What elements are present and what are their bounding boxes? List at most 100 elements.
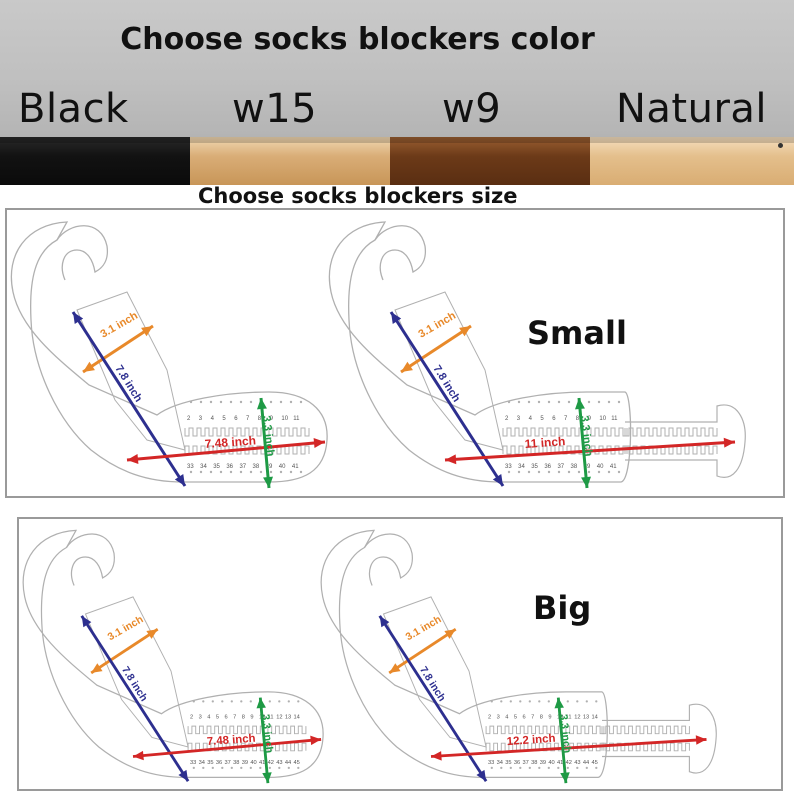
size-comb-top bbox=[485, 725, 605, 735]
hole-dot bbox=[557, 400, 561, 404]
foot-arrow-head-0 bbox=[310, 735, 322, 746]
foot-label: 7.48 inch bbox=[204, 433, 256, 451]
hole-dot bbox=[259, 766, 262, 770]
size-number-top: 8 bbox=[576, 416, 580, 422]
width-arrow-head-0 bbox=[141, 326, 153, 337]
hole-dot bbox=[537, 400, 541, 404]
blocker-outline bbox=[320, 529, 608, 779]
hole-dot bbox=[567, 470, 571, 474]
w15-wood-swatch[interactable] bbox=[190, 137, 390, 185]
size-number-bottom: 36 bbox=[544, 464, 551, 470]
foot-label: 11 inch bbox=[524, 434, 566, 451]
size-number-bottom: 44 bbox=[285, 760, 291, 766]
heel-arrow-head-1 bbox=[554, 697, 564, 709]
hole-dot bbox=[507, 400, 511, 404]
foot-arrow-head-1 bbox=[445, 454, 457, 465]
size-number-top: 8 bbox=[258, 416, 262, 422]
size-number-bottom: 38 bbox=[233, 760, 239, 766]
size-number-top: 12 bbox=[276, 715, 282, 721]
hole-dot bbox=[607, 470, 611, 474]
size-number-bottom: 33 bbox=[190, 760, 196, 766]
w9-wood-swatch[interactable] bbox=[390, 137, 590, 185]
size-comb-top bbox=[184, 427, 310, 437]
size-number-bottom: 37 bbox=[557, 464, 564, 470]
size-number-top: 3 bbox=[199, 416, 203, 422]
foot-label: 12.2 inch bbox=[506, 733, 556, 748]
color-title: Choose socks blockers color bbox=[120, 22, 595, 57]
size-number-bottom: 35 bbox=[505, 760, 511, 766]
hole-dot bbox=[240, 700, 243, 703]
size-number-top: 7 bbox=[531, 715, 534, 721]
hole-dot bbox=[527, 470, 531, 474]
hole-dot bbox=[229, 470, 233, 474]
size-number-bottom: 40 bbox=[250, 760, 256, 766]
size-number-bottom: 45 bbox=[591, 760, 597, 766]
size-number-bottom: 40 bbox=[279, 464, 286, 470]
blocker-outline bbox=[22, 529, 324, 779]
length-arrow-head-1 bbox=[81, 615, 92, 628]
hole-dot bbox=[519, 700, 522, 703]
size-number-top: 4 bbox=[207, 715, 210, 721]
size-number-bottom: 38 bbox=[571, 464, 578, 470]
heel-arrow bbox=[258, 697, 270, 784]
width-label: 3.1 inch bbox=[99, 310, 141, 341]
hole-dot bbox=[269, 400, 273, 404]
color-label-natural: Natural bbox=[616, 86, 768, 132]
size-number-top: 14 bbox=[293, 715, 299, 721]
width-arrow-head-0 bbox=[459, 326, 471, 337]
hole-dot bbox=[192, 700, 195, 703]
hole-dot bbox=[192, 766, 195, 770]
heel-arrow-head-1 bbox=[256, 398, 267, 410]
width-arrow-head-1 bbox=[401, 361, 413, 372]
foot-label: 7.48 inch bbox=[206, 733, 256, 748]
size-number-top: 11 bbox=[566, 715, 572, 721]
size-number-bottom: 35 bbox=[213, 464, 220, 470]
hole-dot bbox=[278, 700, 281, 703]
hole-dot bbox=[547, 400, 551, 404]
blocker-hook bbox=[65, 533, 115, 586]
size-number-bottom: 43 bbox=[574, 760, 580, 766]
black-wood-swatch[interactable] bbox=[0, 137, 190, 185]
size-number-top: 2 bbox=[505, 416, 509, 422]
heel-arrow bbox=[577, 397, 589, 489]
size-number-bottom: 34 bbox=[200, 464, 207, 470]
hole-dot bbox=[209, 470, 213, 474]
hole-dot bbox=[538, 700, 541, 703]
size-number-top: 4 bbox=[505, 715, 508, 721]
size-number-bottom: 34 bbox=[518, 464, 525, 470]
size-number-top: 9 bbox=[588, 416, 592, 422]
size-number-top: 7 bbox=[246, 416, 250, 422]
color-label-w9: w9 bbox=[442, 86, 502, 132]
hole-dot bbox=[219, 470, 223, 474]
size-number-top: 3 bbox=[517, 416, 521, 422]
hole-dot bbox=[500, 700, 503, 703]
size-number-bottom: 39 bbox=[242, 760, 248, 766]
heel-label: 3.3 inch bbox=[259, 714, 274, 754]
size-number-bottom: 41 bbox=[557, 760, 563, 766]
hole-dot bbox=[547, 470, 551, 474]
size-number-bottom: 39 bbox=[266, 464, 273, 470]
hole-dot bbox=[239, 400, 243, 404]
hole-dot bbox=[268, 700, 271, 703]
size-number-top: 8 bbox=[540, 715, 543, 721]
width-arrow bbox=[90, 628, 159, 675]
hole-dot bbox=[240, 766, 243, 770]
size-number-top: 8 bbox=[242, 715, 245, 721]
hole-dot bbox=[189, 470, 193, 474]
length-arrow-head-1 bbox=[73, 312, 84, 324]
size-number-bottom: 38 bbox=[531, 760, 537, 766]
hole-dot bbox=[249, 400, 253, 404]
screw-dot bbox=[778, 143, 783, 148]
big-size-panel[interactable]: 2345678910111213143334353637383940414243… bbox=[17, 517, 783, 791]
blocker-outline bbox=[328, 221, 632, 483]
natural-wood-swatch[interactable] bbox=[590, 137, 794, 185]
hole-dot bbox=[490, 766, 493, 770]
hole-dot bbox=[617, 470, 621, 474]
hole-dot bbox=[597, 400, 601, 404]
hole-dot bbox=[211, 700, 214, 703]
size-number-bottom: 36 bbox=[514, 760, 520, 766]
size-number-bottom: 42 bbox=[268, 760, 274, 766]
size-number-bottom: 41 bbox=[259, 760, 265, 766]
